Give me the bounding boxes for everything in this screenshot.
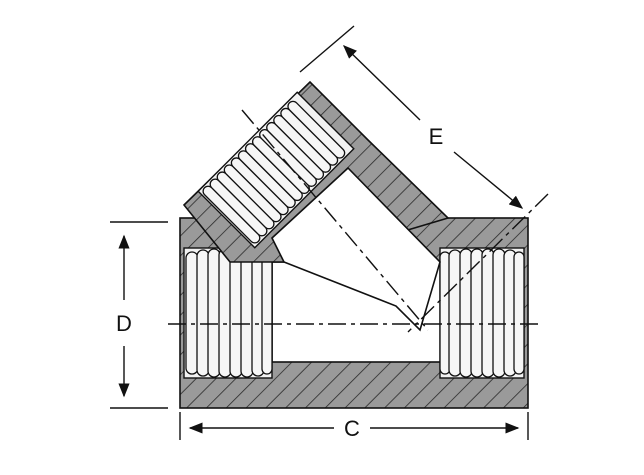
dim-e-arrow-bottom [453,151,524,209]
dim-e-arrow-top [342,45,421,121]
left-thread [183,247,273,379]
e-reference-line [407,193,549,333]
dim-c-label: C [344,416,360,441]
branch-bore [271,166,441,332]
center-lines [168,109,549,333]
branch-centerline [241,109,429,331]
dimension-e: E [299,25,524,209]
dimension-d: D [110,221,168,409]
dim-e-ext-top [299,25,355,73]
dimension-c: C [179,412,529,441]
branch-thread [197,91,355,249]
dim-e-label: E [429,124,444,149]
branch-body [182,80,450,332]
dim-d-label: D [116,311,132,336]
right-thread [439,247,525,379]
